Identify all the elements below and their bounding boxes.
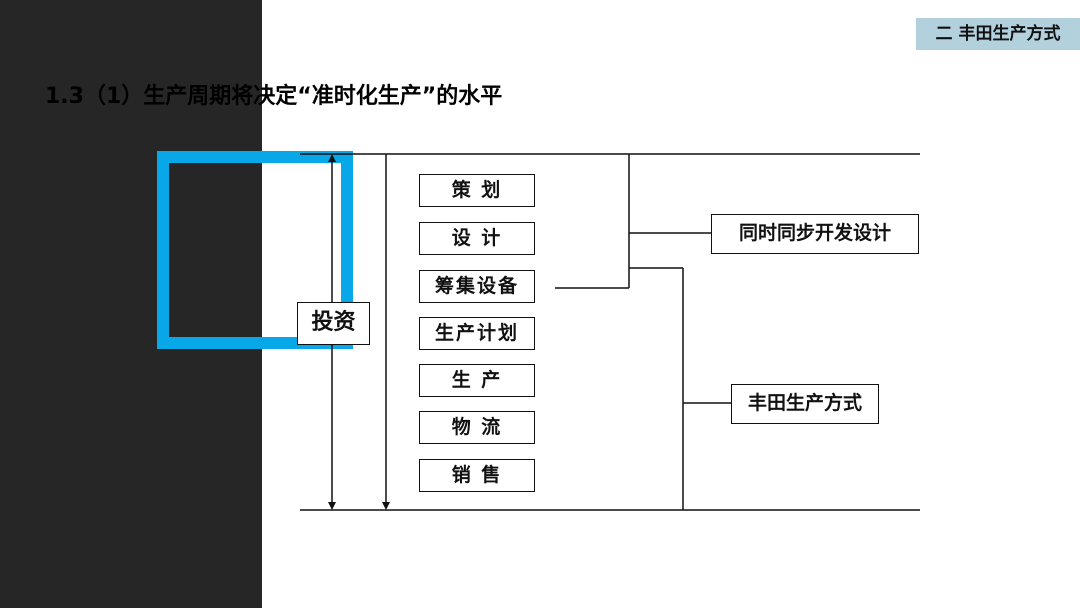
step-production-plan: 生产计划 (419, 317, 535, 350)
upper-group-label: 同时同步开发设计 (711, 214, 919, 254)
step-planning: 策 划 (419, 174, 535, 207)
step-logistics: 物 流 (419, 411, 535, 444)
dark-side-panel (0, 0, 262, 608)
arrow-head-up (328, 154, 336, 162)
step-equipment: 筹集设备 (419, 270, 535, 303)
step-design: 设 计 (419, 222, 535, 255)
arrow-head-down (328, 502, 336, 510)
step-sales: 销 售 (419, 459, 535, 492)
invest-label: 投资 (297, 302, 370, 345)
section-badge: 二 丰田生产方式 (916, 18, 1080, 50)
arrow-head-down-2 (382, 502, 390, 510)
page-title: 1.3（1）生产周期将决定“准时化生产”的水平 (45, 84, 503, 109)
step-production: 生 产 (419, 364, 535, 397)
lower-group-label: 丰田生产方式 (731, 384, 879, 424)
